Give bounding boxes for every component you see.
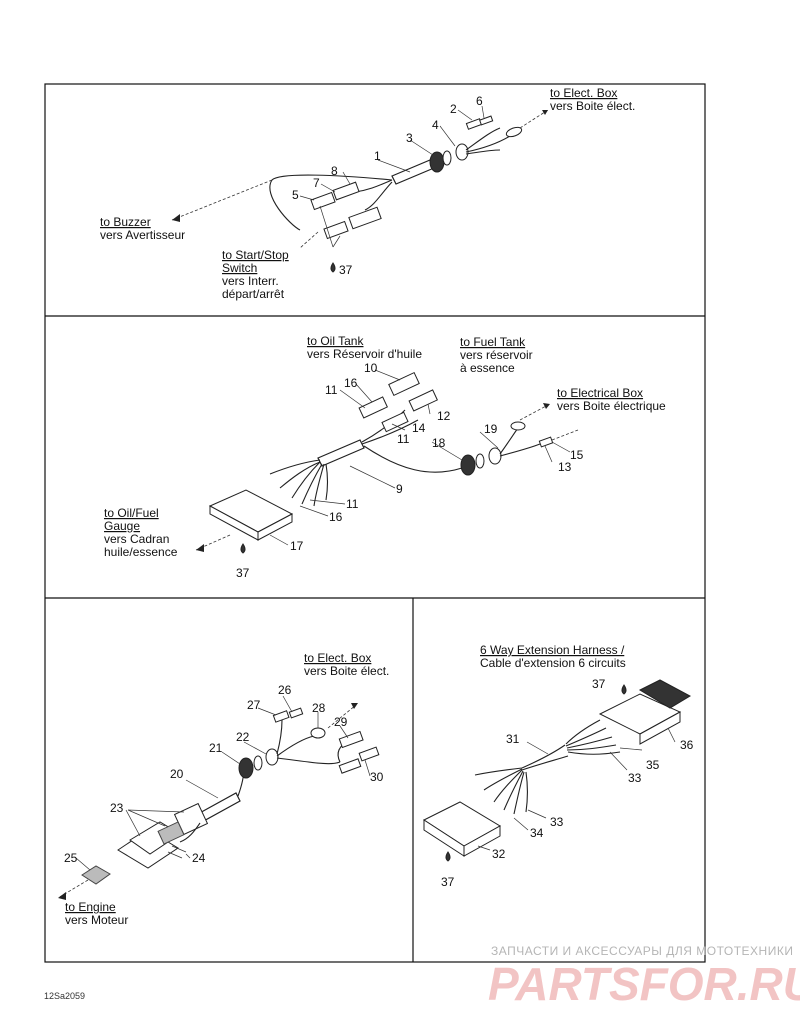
label-vers-boite-electrique: vers Boite électrique (557, 399, 666, 413)
label-switch: Switch (222, 261, 257, 275)
callout: 37 (339, 263, 353, 277)
callout: 36 (680, 738, 694, 752)
label-vers-reservoir-huile: vers Réservoir d'huile (307, 347, 422, 361)
panel-3-drawing (57, 695, 380, 900)
panel-2-drawing (195, 369, 579, 554)
callout: 21 (209, 741, 223, 755)
callout: 17 (290, 539, 304, 553)
callout: 29 (334, 715, 348, 729)
callout: 33 (628, 771, 642, 785)
label-vers-reservoir: vers réservoir (460, 348, 533, 362)
label-vers-cadran: vers Cadran (104, 532, 169, 546)
callout: 11 (397, 432, 410, 446)
label-vers-boite-elect: vers Boite élect. (550, 99, 635, 113)
label-gauge: Gauge (104, 519, 140, 533)
callout: 30 (370, 770, 384, 784)
callout: 6 (476, 94, 483, 108)
callout: 4 (432, 118, 439, 132)
callout: 37 (236, 566, 250, 580)
callout: 23 (110, 801, 124, 815)
callout: 35 (646, 758, 660, 772)
callout: 3 (406, 131, 413, 145)
panel-4-labels: 6 Way Extension Harness / Cable d'extens… (441, 643, 694, 889)
label-to-engine: to Engine (65, 900, 116, 914)
callout: 32 (492, 847, 506, 861)
panel-4-drawing (422, 679, 692, 862)
callout: 27 (247, 698, 261, 712)
callout: 9 (396, 482, 403, 496)
callout: 1 (374, 149, 381, 163)
watermark-logo: PARTSFOR.RU (488, 958, 800, 1010)
callout: 2 (450, 102, 457, 116)
footer: 12Sa2059 ЗАПЧАСТИ И АКСЕССУАРЫ ДЛЯ МОТОТ… (44, 944, 800, 1010)
label-huile-essence: huile/essence (104, 545, 178, 559)
callout: 10 (364, 361, 378, 375)
panel-frames (44, 83, 706, 963)
label-extension-title-fr: Cable d'extension 6 circuits (480, 656, 626, 670)
label-to-electrical-box: to Electrical Box (557, 386, 643, 400)
callout: 20 (170, 767, 184, 781)
callout: 19 (484, 422, 498, 436)
callout: 31 (506, 732, 520, 746)
callout: 5 (292, 188, 299, 202)
label-to-oil-fuel: to Oil/Fuel (104, 506, 159, 520)
callout: 16 (329, 510, 343, 524)
label-to-elect-box: to Elect. Box (550, 86, 617, 100)
callout: 28 (312, 701, 326, 715)
label-depart-arret: départ/arrêt (222, 287, 285, 301)
label-vers-interr: vers Interr. (222, 274, 279, 288)
callout: 22 (236, 730, 250, 744)
label-extension-title-en: 6 Way Extension Harness / (480, 643, 625, 657)
callout: 24 (192, 851, 206, 865)
label-vers-moteur: vers Moteur (65, 913, 128, 927)
watermark-tagline: ЗАПЧАСТИ И АКСЕССУАРЫ ДЛЯ МОТОТЕХНИКИ (491, 944, 793, 958)
panel-3-labels: to Elect. Box vers Boite élect. to Engin… (64, 651, 389, 927)
callout: 16 (344, 376, 358, 390)
callout: 11 (325, 383, 338, 397)
callout: 25 (64, 851, 78, 865)
callout: 7 (313, 176, 320, 190)
callout: 37 (592, 677, 606, 691)
callout: 14 (412, 421, 426, 435)
callout: 8 (331, 164, 338, 178)
callout: 26 (278, 683, 292, 697)
label-to-buzzer: to Buzzer (100, 215, 151, 229)
label-a-essence: à essence (460, 361, 515, 375)
callout: 33 (550, 815, 564, 829)
label-vers-avertisseur: vers Avertisseur (100, 228, 185, 242)
panel-1-drawing (171, 105, 549, 273)
callout: 37 (441, 875, 455, 889)
label-to-start-stop: to Start/Stop (222, 248, 289, 262)
label-vers-boite-elect-3: vers Boite élect. (304, 664, 389, 678)
callout: 15 (570, 448, 584, 462)
label-to-oil-tank: to Oil Tank (307, 334, 364, 348)
panel-1-labels: to Elect. Box vers Boite élect. to Buzze… (100, 86, 635, 301)
callout: 12 (437, 409, 451, 423)
label-to-elect-box-3: to Elect. Box (304, 651, 371, 665)
callout: 11 (346, 497, 359, 511)
callout: 13 (558, 460, 572, 474)
panel-2-labels: to Oil Tank vers Réservoir d'huile to Fu… (104, 334, 666, 580)
callout: 18 (432, 436, 446, 450)
callout: 34 (530, 826, 544, 840)
label-to-fuel-tank: to Fuel Tank (460, 335, 526, 349)
drawing-code: 12Sa2059 (44, 991, 85, 1001)
